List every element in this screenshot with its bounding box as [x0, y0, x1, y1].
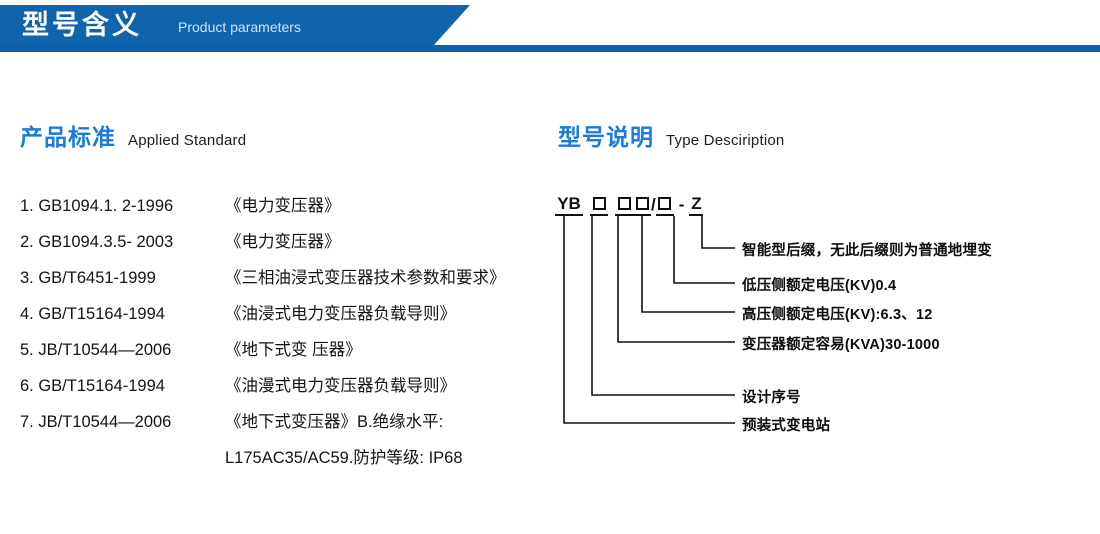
- leader-rated-capacity: [617, 226, 735, 343]
- callout-rated-capacity: 变压器额定容易(KVA)30-1000: [742, 337, 940, 353]
- callout-hv-rated-voltage: 高压侧额定电压(KV):6.3、12: [742, 307, 933, 323]
- code-separator-dash: -: [678, 195, 685, 214]
- code-segment-box-hv-voltage: [633, 194, 651, 216]
- section-title-cn-standard: 产品标准: [20, 124, 116, 150]
- standard-item: 1. GB1094.1. 2-1996 《电力变压器》: [20, 192, 550, 228]
- standard-name: 《地下式变压器》B.绝缘水平:: [225, 413, 444, 431]
- section-heading-type-description: 型号说明 Type Desciription: [558, 118, 784, 152]
- section-title-cn-type: 型号说明: [558, 124, 654, 150]
- callout-smart-suffix: 智能型后缀，无此后缀则为普通地埋变: [742, 243, 992, 259]
- code-segment-box-lv-voltage: [655, 194, 674, 216]
- page-subtitle: Product parameters: [178, 19, 301, 35]
- empty-box-icon: [635, 197, 649, 210]
- leader-hv-rated-voltage: [641, 226, 735, 313]
- empty-box-icon: [617, 197, 631, 210]
- standard-code: 2. GB1094.3.5- 2003: [20, 233, 174, 251]
- standard-name: 《油浸式电力变压器负载导则》: [225, 305, 456, 323]
- leader-prefab-substation: [563, 226, 735, 424]
- standard-code: 1. GB1094.1. 2-1996: [20, 197, 174, 215]
- leader-smart-suffix: [701, 226, 735, 249]
- model-code-line: YB / - Z: [555, 190, 704, 216]
- callout-prefab-substation: 预装式变电站: [742, 418, 831, 434]
- header-blue-bar: [0, 5, 430, 45]
- code-segment-yb: YB: [555, 194, 583, 216]
- leader-lv-rated-voltage: [673, 226, 735, 284]
- code-segment-box-design-serial: [590, 194, 608, 216]
- standard-code: 4. GB/T15164-1994: [20, 305, 165, 323]
- section-heading-applied-standard: 产品标准 Applied Standard: [20, 118, 246, 152]
- standard-item: 2. GB1094.3.5- 2003 《电力变压器》: [20, 228, 550, 264]
- section-title-en-type: Type Desciription: [666, 132, 785, 149]
- standard-code: 6. GB/T15164-1994: [20, 377, 165, 395]
- standard-item: 5. JB/T10544—2006 《地下式变 压器》: [20, 336, 550, 372]
- type-description-diagram: YB / - Z: [550, 190, 1100, 435]
- standard-code: 7. JB/T10544—2006: [20, 413, 172, 431]
- empty-box-icon: [592, 197, 606, 210]
- standard-continuation-line: L175AC35/AC59.防护等级: IP68: [20, 444, 550, 480]
- standard-code: 5. JB/T10544—2006: [20, 341, 172, 359]
- standard-item: 3. GB/T6451-1999 《三相油浸式变压器技术参数和要求》: [20, 264, 550, 300]
- callout-lv-rated-voltage: 低压侧额定电压(KV)0.4: [742, 278, 897, 294]
- empty-box-icon: [658, 197, 672, 210]
- callout-design-serial: 设计序号: [742, 390, 801, 406]
- code-separator-slash: /: [651, 195, 656, 214]
- section-title-en-standard: Applied Standard: [128, 132, 247, 149]
- applied-standards-list: 1. GB1094.1. 2-1996 《电力变压器》 2. GB1094.3.…: [20, 192, 550, 480]
- code-segment-z: Z: [689, 194, 704, 216]
- page-header: 型号含义 Product parameters: [0, 0, 1100, 54]
- header-bottom-rule: [0, 45, 1100, 52]
- standard-name: 《电力变压器》: [225, 197, 341, 215]
- header-diagonal-wedge: [410, 5, 470, 45]
- standard-name: 《地下式变 压器》: [225, 341, 362, 359]
- standard-item: 4. GB/T15164-1994 《油浸式电力变压器负载导则》: [20, 300, 550, 336]
- standard-item: 7. JB/T10544—2006 《地下式变压器》B.绝缘水平:: [20, 408, 550, 444]
- code-segment-box-capacity: [615, 194, 633, 216]
- standard-item: 6. GB/T15164-1994 《油漫式电力变压器负载导则》: [20, 372, 550, 408]
- standard-continuation-text: L175AC35/AC59.防护等级: IP68: [225, 449, 463, 467]
- standard-name: 《油漫式电力变压器负载导则》: [225, 377, 456, 395]
- leader-lines: [563, 216, 735, 424]
- standard-code: 3. GB/T6451-1999: [20, 269, 156, 287]
- standard-name: 《电力变压器》: [225, 233, 341, 251]
- page-title: 型号含义: [22, 10, 142, 40]
- standard-name: 《三相油浸式变压器技术参数和要求》: [225, 269, 506, 287]
- leader-design-serial: [591, 226, 735, 396]
